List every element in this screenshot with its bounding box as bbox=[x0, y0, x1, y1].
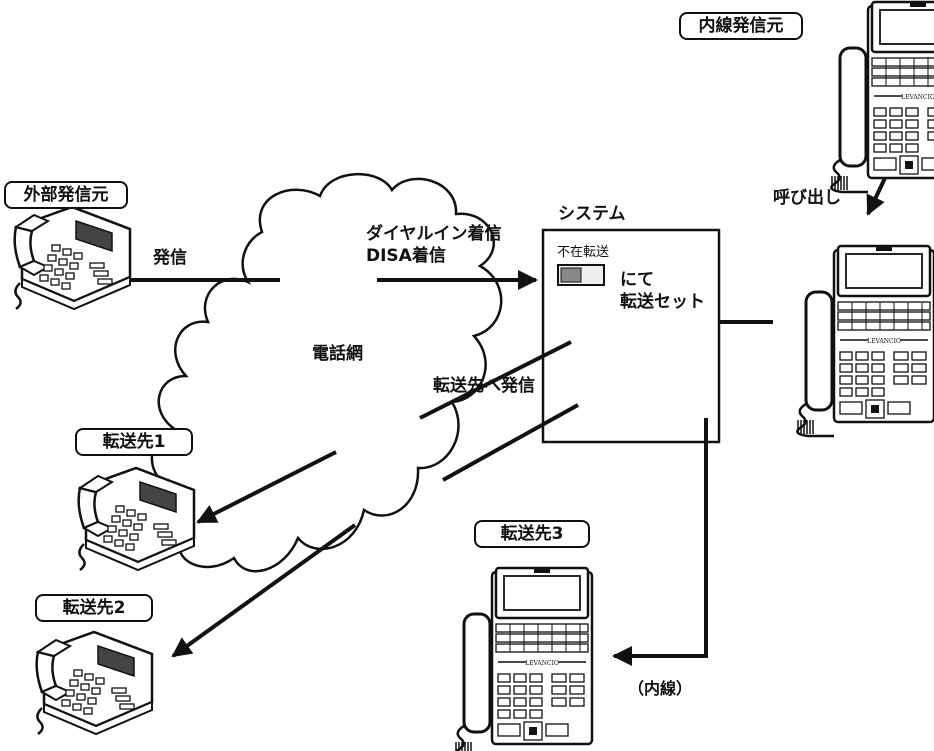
internal-origin-phone-icon bbox=[829, 0, 934, 194]
extension-label: （内線） bbox=[628, 679, 693, 698]
dest3-phone-icon bbox=[453, 566, 594, 751]
tag-dest2: 転送先2 bbox=[35, 594, 153, 622]
ring-label: 呼び出し bbox=[773, 188, 841, 208]
arrow-to-dest1 bbox=[196, 450, 337, 524]
network-cloud bbox=[150, 172, 503, 573]
arrow-to-dest2 bbox=[171, 523, 357, 658]
forward-out-label: 転送先へ発信 bbox=[433, 376, 535, 396]
set-label-line2: 転送セット bbox=[620, 292, 705, 312]
external-origin-phone-icon bbox=[13, 205, 132, 311]
tag-external-origin: 外部発信元 bbox=[4, 181, 128, 209]
absence-forward-label: 不在転送 bbox=[557, 245, 610, 260]
forward-line-1 bbox=[419, 340, 572, 420]
set-label-line1: にて bbox=[620, 270, 654, 290]
toggle-key-icon bbox=[557, 264, 605, 286]
network-label: 電話網 bbox=[312, 344, 363, 364]
tag-internal-origin: 内線発信元 bbox=[679, 12, 803, 40]
call-out-label: 発信 bbox=[153, 248, 187, 268]
forward-line-2 bbox=[442, 403, 579, 482]
dest1-phone-icon bbox=[77, 466, 196, 572]
extension-arrow bbox=[612, 418, 708, 666]
system-label: システム bbox=[558, 204, 626, 224]
disa-label: DISA着信 bbox=[366, 246, 446, 266]
dest2-phone-icon bbox=[35, 630, 154, 736]
dial-in-label: ダイヤルイン着信 bbox=[366, 224, 502, 244]
tag-dest3: 転送先3 bbox=[474, 520, 590, 548]
tag-dest1: 転送先1 bbox=[75, 428, 193, 456]
system-extension-phone-icon bbox=[795, 244, 934, 438]
ring-arrow bbox=[866, 177, 887, 216]
